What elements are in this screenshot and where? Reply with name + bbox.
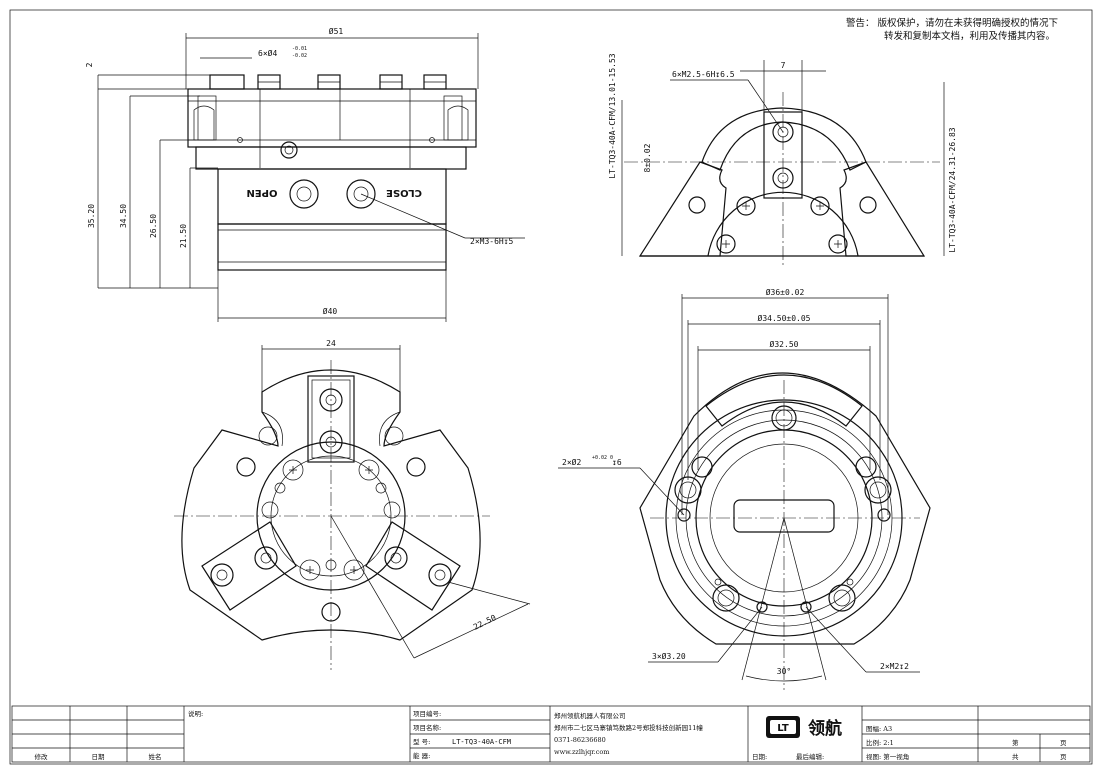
dim-width-bottom: Ø40: [323, 306, 338, 316]
jaw-left: [201, 521, 297, 611]
br-dim-angle: 30°: [777, 667, 791, 676]
br-note-thread: 2×M2↧2: [880, 662, 909, 671]
last-edit-label: 最后编辑:: [796, 752, 824, 761]
name-label: 姓名: [149, 752, 162, 761]
company-phone: 0371-86236680: [554, 736, 606, 744]
br-note-pin-depth: ↧6: [612, 458, 622, 467]
dim-pins-tol-lower: -0.02: [292, 53, 307, 59]
side-view: LT-TQ3-40A-CFM/13.01-15.53 LT-TQ3-40A-CF…: [608, 53, 957, 265]
upper-body: [187, 88, 477, 148]
pin: [209, 74, 245, 90]
rev-label: 修改: [35, 752, 49, 761]
dim-pins-tol-upper: -0.01: [292, 46, 307, 52]
size-label: 图幅: A3: [866, 724, 892, 733]
bottom-right-view: Ø36±0.02 Ø34.50±0.05 Ø32.50 2×Ø2 +0.02 0…: [558, 287, 931, 690]
dim-small: 2: [85, 62, 94, 67]
page-label: 第: [1012, 738, 1019, 747]
base-outline: [639, 372, 931, 645]
model-label: 型 号:: [413, 737, 430, 746]
note-thread-front: 2×M3-6H↧5: [470, 237, 514, 246]
total-unit: 页: [1060, 753, 1067, 761]
sheet-border: [9, 9, 1093, 765]
dim-width-top: Ø51: [329, 26, 344, 36]
open-label: OPEN: [246, 187, 277, 198]
jaw-right: [365, 521, 461, 611]
side-note-thread: 6×M2.5-6H↧6.5: [672, 70, 735, 79]
date-field-label: 日期:: [752, 753, 767, 761]
bl-dim-width: 24: [326, 339, 336, 348]
company-name: 郑州领航机器人有限公司: [554, 711, 626, 720]
close-label: CLOSE: [386, 187, 422, 198]
date-label: 日期: [92, 753, 106, 761]
view-label: 视图: 第一视角: [866, 752, 909, 761]
note-label: 说明:: [188, 709, 203, 718]
dim-height-2: 34.50: [119, 204, 128, 228]
warning-line-1: 警告： 版权保护，请勿在未获得明确授权的情况下: [846, 18, 1059, 29]
upper-arc: [705, 374, 863, 427]
side-label-right: LT-TQ3-40A-CFM/24.31-26.83: [948, 127, 957, 252]
project-name-label: 项目名称:: [413, 723, 441, 732]
side-label-left: LT-TQ3-40A-CFM/13.01-15.53: [608, 53, 617, 178]
logo-mark: LT: [777, 723, 789, 734]
close-port: [346, 179, 376, 209]
page-unit: 页: [1060, 739, 1067, 747]
total-label: 共: [1012, 752, 1019, 761]
side-dim-width: 7: [781, 61, 786, 70]
scale-label: 比例: 2:1: [866, 738, 894, 747]
company-address: 郑州市二七区马寨镇笃数路2号郑投科技创新园11幢: [554, 723, 703, 732]
project-no-label: 项目编号:: [413, 709, 441, 718]
dim-height-3: 26.50: [149, 214, 158, 238]
dim-height-1: 35.20: [87, 204, 96, 228]
title-block: 说明: 修改 日期 姓名 项目编号: 项目名称: 型 号: LT-TQ3-40A…: [11, 705, 1091, 763]
dim-height-4: 21.50: [179, 224, 188, 248]
warning-line-2: 转发和复制本文档，利用及传播其内容。: [884, 31, 1056, 42]
br-note-pin: 2×Ø2: [562, 457, 581, 467]
bl-dim-diag: 22.50: [472, 613, 498, 632]
br-dim-d1: Ø36±0.02: [766, 287, 805, 297]
screw-head: [280, 141, 298, 159]
br-note-holes: 3×Ø3.20: [652, 651, 686, 661]
copyright-warning: 警告： 版权保护，请勿在未获得明确授权的情况下 转发和复制本文档，利用及传播其内…: [846, 17, 1086, 43]
front-view: OPEN CLOSE Ø51 6×Ø4 -0.01 -0.02 2 35.20 …: [85, 26, 525, 322]
open-port: [289, 179, 319, 209]
jaw-arc: [701, 107, 867, 171]
dim-pins: 6×Ø4: [258, 48, 277, 58]
bottom-left-view: 24 22.50: [174, 339, 531, 670]
side-dim-jaw: 8±0.02: [643, 143, 652, 172]
function-label: 能 器:: [413, 751, 430, 760]
br-dim-d2: Ø34.50±0.05: [758, 313, 811, 323]
company-web: www.zzlhjqr.com: [554, 748, 609, 756]
model-value: LT-TQ3-40A-CFM: [452, 738, 511, 746]
br-dim-d3: Ø32.50: [770, 339, 799, 349]
br-note-pin-tol: +0.02 0: [592, 455, 613, 461]
logo-text: 领航: [808, 718, 842, 739]
